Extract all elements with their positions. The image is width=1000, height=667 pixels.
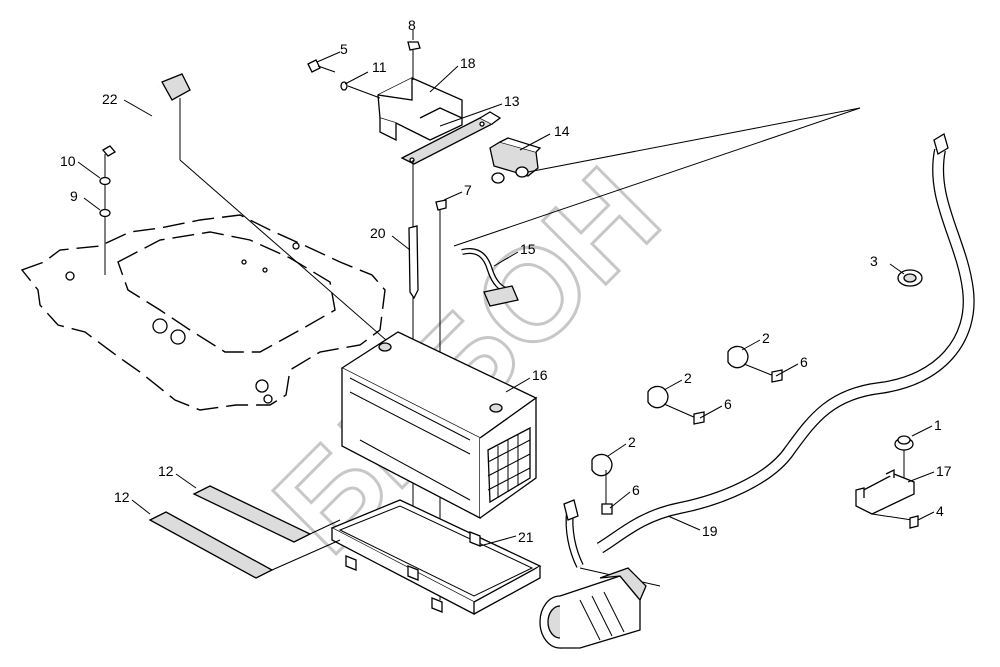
frame-hole xyxy=(292,242,300,250)
battery-tray-21 xyxy=(330,499,542,616)
nut-8 xyxy=(407,41,421,80)
ground-cable-22 xyxy=(99,73,387,341)
frame-hole xyxy=(65,271,75,281)
callout-18: 18 xyxy=(460,55,476,71)
bolt-5 xyxy=(307,59,336,73)
frame-hole xyxy=(241,259,247,265)
callout-16: 16 xyxy=(532,367,548,383)
battery-terminal xyxy=(378,342,392,352)
frame-hole xyxy=(152,318,168,334)
main-cable-19 xyxy=(563,133,975,587)
pad-12-lower xyxy=(148,511,341,579)
callout-4: 4 xyxy=(936,503,944,519)
watermark-text: БИБОН xyxy=(247,140,686,579)
callout-10: 10 xyxy=(60,153,76,169)
callout-12: 12 xyxy=(114,489,130,505)
callout-9: 9 xyxy=(70,188,78,204)
callout-2: 2 xyxy=(762,330,770,346)
callout-7: 7 xyxy=(464,182,472,198)
clip-2-c xyxy=(591,453,613,515)
battery-handle-grid xyxy=(487,426,531,504)
clip-1 xyxy=(894,435,914,480)
clip-2-b xyxy=(647,385,705,425)
callout-17: 17 xyxy=(936,463,952,479)
grommet-3 xyxy=(897,269,923,287)
callout-11: 11 xyxy=(372,59,387,75)
washer-10 xyxy=(99,176,111,186)
watermark: БИБОН xyxy=(245,139,687,581)
callout-labels: 1 2 2 2 3 4 5 6 6 6 7 8 9 10 11 12 12 13… xyxy=(60,17,952,545)
frame-hole xyxy=(263,394,273,404)
callout-15: 15 xyxy=(520,241,536,257)
callout-13: 13 xyxy=(504,93,520,109)
callout-20: 20 xyxy=(370,225,386,241)
callout-22: 22 xyxy=(102,91,118,107)
callout-6: 6 xyxy=(632,482,640,498)
clip-2-a xyxy=(727,345,783,383)
battery-16 xyxy=(340,331,538,520)
callout-1: 1 xyxy=(934,417,942,433)
battery-switch-14 xyxy=(489,107,861,184)
bolt-6-b xyxy=(693,411,705,425)
nut-11 xyxy=(340,81,381,99)
callout-12: 12 xyxy=(158,463,174,479)
bracket-17 xyxy=(855,468,915,521)
pad-12-upper xyxy=(192,485,341,543)
callout-6: 6 xyxy=(724,396,732,412)
callout-2: 2 xyxy=(684,370,692,386)
starter-motor xyxy=(539,567,647,649)
callout-2: 2 xyxy=(628,434,636,450)
callout-3: 3 xyxy=(870,253,878,269)
callout-14: 14 xyxy=(554,123,570,139)
callout-21: 21 xyxy=(518,529,534,545)
mounting-frame xyxy=(20,214,386,411)
callout-6: 6 xyxy=(800,354,808,370)
callout-8: 8 xyxy=(408,17,416,33)
callout-19: 19 xyxy=(702,523,718,539)
clamp-plate-13 xyxy=(400,111,502,165)
frame-hole xyxy=(170,329,186,345)
cable-15 xyxy=(453,107,861,307)
bolt-4 xyxy=(909,515,919,529)
frame-hole xyxy=(262,267,268,273)
battery-bracket-18 xyxy=(377,77,463,142)
bolt-6-c xyxy=(601,503,613,515)
leader-lines xyxy=(77,30,935,547)
frame-hole xyxy=(255,379,269,393)
callout-5: 5 xyxy=(340,41,348,57)
washer-9 xyxy=(99,208,111,218)
battery-terminal xyxy=(489,403,503,413)
